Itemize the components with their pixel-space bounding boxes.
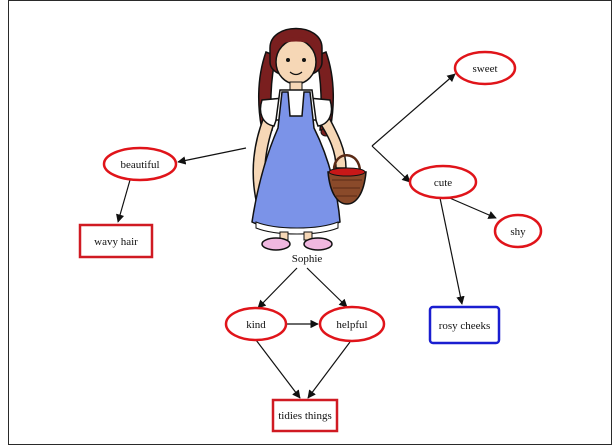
node-helpful: helpful (318, 305, 386, 343)
node-sophie-label: Sophie (292, 253, 323, 265)
node-shy: shy (493, 213, 543, 249)
arrow-cute-rosy-cheeks (439, 197, 465, 305)
node-cute: cute (408, 164, 478, 200)
arrow-kind-tidies (255, 339, 301, 399)
connectors (116, 73, 497, 399)
node-kind-label: kind (246, 319, 266, 331)
arrow-cute-shy (444, 195, 497, 219)
node-sweet: sweet (453, 50, 517, 86)
arrow-sophie-helpful (306, 267, 348, 308)
arrow-sophie-cute (371, 145, 411, 183)
node-helpful-label: helpful (336, 319, 367, 331)
arrow-sophie-beautiful (177, 147, 247, 165)
node-kind: kind (224, 306, 288, 342)
arrow-helpful-tidies (307, 341, 351, 399)
node-beautiful: beautiful (102, 146, 178, 182)
node-rosy-cheeks-label: rosy cheeks (439, 320, 491, 332)
node-cute-label: cute (434, 177, 452, 189)
node-shy-label: shy (510, 226, 526, 238)
girl-illustration-icon (251, 27, 367, 251)
arrow-beautiful-wavy-hair (116, 179, 131, 223)
node-tidies-things: tidies things (271, 398, 339, 433)
arrow-sophie-sweet (371, 73, 456, 147)
node-beautiful-label: beautiful (120, 159, 159, 171)
arrow-sophie-kind (257, 267, 298, 309)
node-rosy-cheeks: rosy cheeks (428, 305, 501, 345)
node-tidies-things-label: tidies things (278, 410, 331, 422)
node-sweet-label: sweet (472, 63, 497, 75)
node-wavy-hair-label: wavy hair (94, 236, 138, 248)
node-wavy-hair: wavy hair (78, 223, 154, 259)
